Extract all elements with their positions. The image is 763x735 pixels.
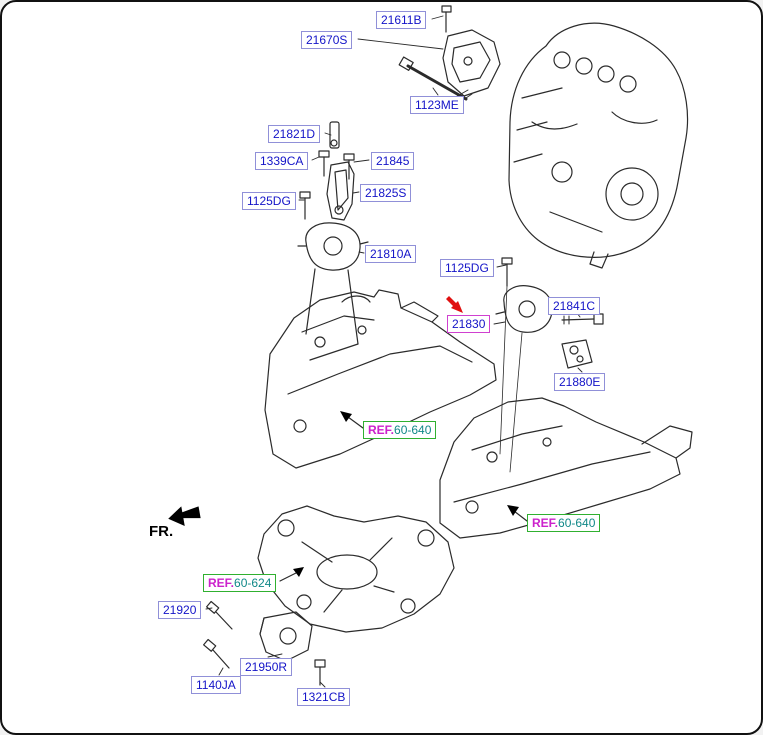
bolt-21841c-drawing bbox=[561, 313, 604, 325]
part-label-21950R[interactable]: 21950R bbox=[240, 658, 293, 676]
ref-arrow-60-640-right bbox=[507, 505, 528, 522]
bracket-21825s-drawing bbox=[326, 161, 355, 221]
body-frame-right-drawing bbox=[439, 397, 693, 539]
part-label-21830-highlighted[interactable]: 21830 bbox=[447, 315, 491, 333]
fr-label: FR. bbox=[149, 523, 174, 540]
ref-prefix: REF. bbox=[208, 576, 235, 590]
part-label-1140JA[interactable]: 1140JA bbox=[191, 676, 241, 694]
subframe-drawing bbox=[257, 505, 455, 633]
mount-21810a-drawing bbox=[297, 222, 369, 345]
bolt-1339ca-drawing bbox=[318, 150, 330, 177]
part-label-1125DG-right[interactable]: 1125DG bbox=[440, 259, 494, 277]
part-label-21920[interactable]: 21920 bbox=[158, 601, 202, 619]
part-label-21825S[interactable]: 21825S bbox=[360, 184, 412, 202]
part-label-1321CB[interactable]: 1321CB bbox=[297, 688, 351, 706]
bolt-1140ja-drawing bbox=[202, 638, 230, 669]
body-frame-left-drawing bbox=[264, 289, 497, 469]
ref-prefix: REF. bbox=[532, 516, 559, 530]
highlight-arrow bbox=[446, 296, 463, 313]
bracket-21880e-drawing bbox=[561, 339, 593, 369]
ref-label-60-640-left[interactable]: REF.60-640 bbox=[363, 421, 437, 439]
top-bracket-drawing bbox=[441, 5, 501, 97]
part-label-21880E[interactable]: 21880E bbox=[554, 373, 606, 391]
part-label-21810A[interactable]: 21810A bbox=[365, 245, 417, 263]
ref-arrow-60-624 bbox=[279, 567, 304, 582]
part-label-21821D[interactable]: 21821D bbox=[268, 125, 321, 143]
bolt-21920-drawing bbox=[205, 600, 233, 630]
part-label-1125DG-left[interactable]: 1125DG bbox=[242, 192, 296, 210]
part-label-1123ME[interactable]: 1123ME bbox=[410, 96, 464, 114]
ref-label-60-640-right[interactable]: REF.60-640 bbox=[527, 514, 601, 532]
part-label-21670S[interactable]: 21670S bbox=[301, 31, 353, 49]
part-label-21841C[interactable]: 21841C bbox=[548, 297, 601, 315]
bolt-21845-drawing bbox=[343, 153, 355, 180]
ref-number: 60-640 bbox=[394, 423, 432, 437]
ref-prefix: REF. bbox=[368, 423, 395, 437]
engine-drawing bbox=[508, 22, 689, 269]
part-label-21611B[interactable]: 21611B bbox=[376, 11, 427, 29]
mount-21950r-drawing bbox=[259, 611, 313, 662]
bolt-1321cb-drawing bbox=[314, 659, 326, 686]
fr-arrow bbox=[168, 506, 201, 527]
ref-label-60-624[interactable]: REF.60-624 bbox=[203, 574, 277, 592]
part-label-21845[interactable]: 21845 bbox=[371, 152, 415, 170]
ref-number: 60-624 bbox=[234, 576, 272, 590]
leader-lines bbox=[205, 15, 583, 688]
bolt-1125dg-left-drawing bbox=[299, 191, 311, 220]
part-label-1339CA[interactable]: 1339CA bbox=[255, 152, 309, 170]
ref-arrow-60-640-left bbox=[340, 411, 364, 429]
bolt-1125dg-right-drawing bbox=[499, 257, 513, 455]
ref-number: 60-640 bbox=[558, 516, 596, 530]
